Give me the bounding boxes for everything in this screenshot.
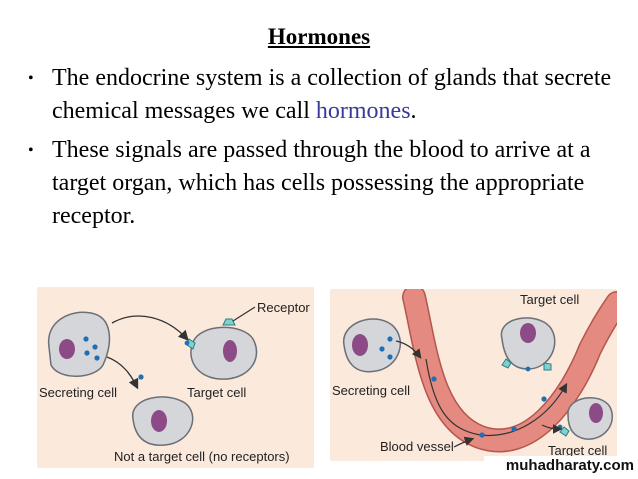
hormone-dot [541, 396, 547, 402]
secreting-cell-label: Secreting cell [39, 385, 117, 400]
non-target-label: Not a target cell (no receptors) [114, 449, 290, 464]
bullet-icon: • [28, 70, 34, 87]
nucleus [520, 323, 536, 343]
bullet-item-endocrine: • The endocrine system is a collection o… [24, 62, 614, 128]
secreting-cell [343, 318, 402, 373]
bullet-list: • The endocrine system is a collection o… [24, 62, 614, 239]
delivery-arrow [541, 424, 563, 434]
hormone-dot [184, 340, 190, 346]
hormone-dot [94, 355, 100, 361]
target-cell-bottom-label: Target cell [548, 443, 607, 458]
slide-title: Hormones [267, 24, 371, 49]
blood-vessel-label: Blood vessel [380, 439, 454, 454]
non-target-cell [132, 396, 194, 446]
receptor-pointer [232, 306, 256, 322]
bullet-icon: • [28, 142, 34, 159]
hormone-dot [84, 350, 90, 356]
bullet-text: These signals are passed through the blo… [52, 137, 591, 229]
receptor-icon [501, 358, 512, 369]
nucleus [59, 339, 75, 359]
nucleus [151, 410, 167, 432]
hormone-dot [479, 432, 485, 438]
hormone-dot [525, 366, 531, 372]
receptor-icon [543, 362, 552, 371]
diagram-left-svg: Receptor Secreting cell Target cell Not … [39, 300, 310, 464]
arrow-to-nontarget [106, 356, 139, 390]
diagram-blood-transport: Secreting cell Target cell Target cell B… [330, 289, 617, 461]
target-cell [184, 318, 258, 380]
arrow-to-target [111, 315, 189, 341]
target-cell-top-label: Target cell [520, 292, 579, 307]
hormone-dot [92, 344, 98, 350]
target-cell-bottom [557, 397, 613, 440]
hormone-dot [138, 374, 144, 380]
bullet-text: The endocrine system is a collection of … [52, 65, 612, 124]
nucleus [589, 403, 603, 423]
blood-vessel [403, 289, 617, 451]
hormones-term: hormones [315, 98, 411, 124]
hormone-dot [379, 346, 385, 352]
nucleus [352, 334, 368, 356]
hormone-dot [387, 354, 393, 360]
secreting-cell [47, 311, 111, 377]
receptor-label: Receptor [257, 300, 310, 315]
secretion-arrow [395, 340, 422, 359]
bullet-item-signals: • These signals are passed through the b… [24, 134, 614, 233]
target-cell-top [500, 317, 556, 372]
hormone-dot [83, 336, 89, 342]
nucleus [223, 340, 237, 362]
vessel-pointer [453, 436, 475, 448]
target-cell-label: Target cell [187, 385, 246, 400]
secreting-cell-label: Secreting cell [332, 383, 410, 398]
diagram-right-svg: Secreting cell Target cell Target cell B… [332, 289, 617, 458]
diagram-receptor-specificity: Receptor Secreting cell Target cell Not … [37, 287, 314, 468]
hormone-dot [431, 376, 437, 382]
bullet-period: . [410, 98, 417, 124]
hormone-dot [511, 426, 517, 432]
receptor-icon [222, 318, 236, 326]
watermark: muhadharaty.com [484, 456, 634, 476]
hormone-dot [387, 336, 393, 342]
